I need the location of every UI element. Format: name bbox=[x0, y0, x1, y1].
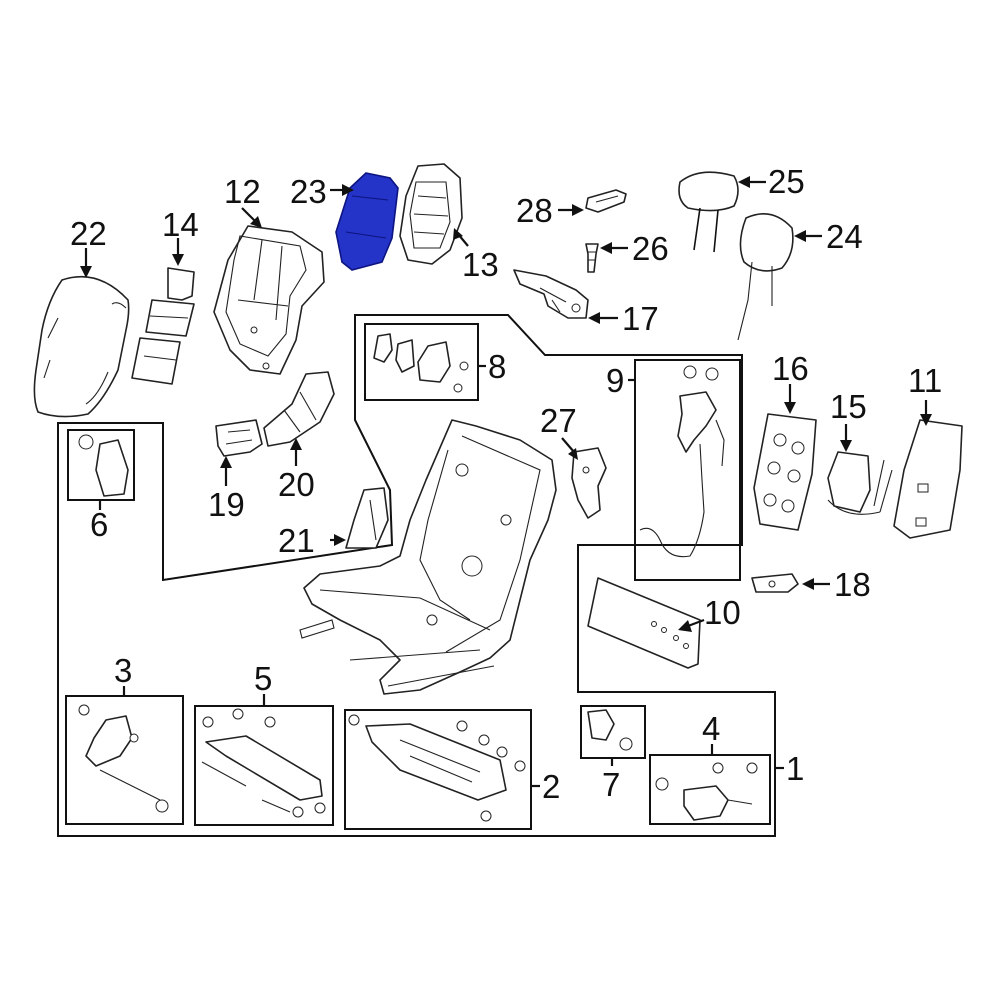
seat-frame-assembly[interactable] bbox=[299, 419, 557, 695]
part-25-headrest[interactable] bbox=[678, 171, 739, 253]
part-28-trim-clip[interactable] bbox=[585, 189, 627, 213]
part-10-rail-cover[interactable] bbox=[587, 577, 701, 669]
part-7-connector[interactable] bbox=[587, 709, 633, 751]
callout-9: 9 bbox=[606, 362, 624, 399]
leader-lines bbox=[80, 176, 932, 788]
callout-27: 27 bbox=[540, 402, 577, 439]
callout-26: 26 bbox=[632, 230, 669, 267]
part-27-bracket[interactable] bbox=[571, 447, 607, 519]
callout-25: 25 bbox=[768, 163, 805, 200]
part-19-cover[interactable] bbox=[215, 419, 263, 457]
callout-11: 11 bbox=[908, 362, 942, 399]
part-24-headrest[interactable] bbox=[737, 212, 794, 341]
callout-7: 7 bbox=[602, 766, 620, 803]
part-16-lumbar-pad[interactable] bbox=[753, 413, 817, 531]
part-11-back-board[interactable] bbox=[893, 419, 963, 539]
callout-28: 28 bbox=[516, 192, 553, 229]
part-26-guide[interactable] bbox=[585, 243, 599, 273]
part-5-track[interactable] bbox=[201, 708, 326, 818]
part-18-clip[interactable] bbox=[751, 573, 799, 593]
part-20-side-shield[interactable] bbox=[263, 371, 335, 447]
box-part-8 bbox=[364, 323, 479, 401]
part-14-seatback-pad[interactable] bbox=[131, 267, 195, 385]
callout-10: 10 bbox=[704, 594, 741, 631]
part-8-hinge-set[interactable] bbox=[373, 333, 469, 393]
part-12-seatback-frame-pad[interactable] bbox=[213, 225, 325, 375]
callout-19: 19 bbox=[208, 486, 245, 523]
callout-labels: 22 14 12 23 13 28 26 17 25 24 8 9 27 16 … bbox=[70, 163, 942, 805]
callout-24: 24 bbox=[826, 218, 863, 255]
callout-6: 6 bbox=[90, 506, 108, 543]
callout-21: 21 bbox=[278, 522, 315, 559]
part-22-seatback-cover[interactable] bbox=[33, 276, 130, 418]
part-23-seatback-board[interactable] bbox=[335, 172, 399, 271]
callout-13: 13 bbox=[462, 246, 499, 283]
callout-22: 22 bbox=[70, 215, 107, 252]
callout-17: 17 bbox=[622, 300, 659, 337]
callout-8: 8 bbox=[488, 348, 506, 385]
callout-15: 15 bbox=[830, 388, 867, 425]
part-4-motor[interactable] bbox=[655, 762, 758, 821]
box-part-2 bbox=[344, 709, 532, 830]
part-3-adjuster[interactable] bbox=[78, 704, 169, 813]
part-15-support[interactable] bbox=[827, 451, 893, 515]
callout-1: 1 bbox=[786, 750, 804, 787]
callout-18: 18 bbox=[834, 566, 871, 603]
callout-2: 2 bbox=[542, 768, 560, 805]
part-6-sensor[interactable] bbox=[78, 434, 129, 497]
part-2-seat-pan[interactable] bbox=[348, 714, 526, 822]
part-9-release-cable[interactable] bbox=[639, 365, 725, 558]
part-21-trim[interactable] bbox=[345, 487, 389, 549]
box-part-9 bbox=[634, 359, 741, 581]
callout-16: 16 bbox=[772, 350, 809, 387]
part-13-back-panel[interactable] bbox=[399, 163, 463, 265]
callout-3: 3 bbox=[114, 652, 132, 689]
callout-14: 14 bbox=[162, 206, 199, 243]
box-part-4 bbox=[649, 754, 771, 825]
callout-20: 20 bbox=[278, 466, 315, 503]
callout-4: 4 bbox=[702, 710, 720, 747]
callout-5: 5 bbox=[254, 660, 272, 697]
callout-12: 12 bbox=[224, 173, 261, 210]
part-17-latch-bracket[interactable] bbox=[513, 269, 589, 319]
callout-23: 23 bbox=[290, 173, 327, 210]
main-assembly-outline bbox=[57, 314, 776, 837]
